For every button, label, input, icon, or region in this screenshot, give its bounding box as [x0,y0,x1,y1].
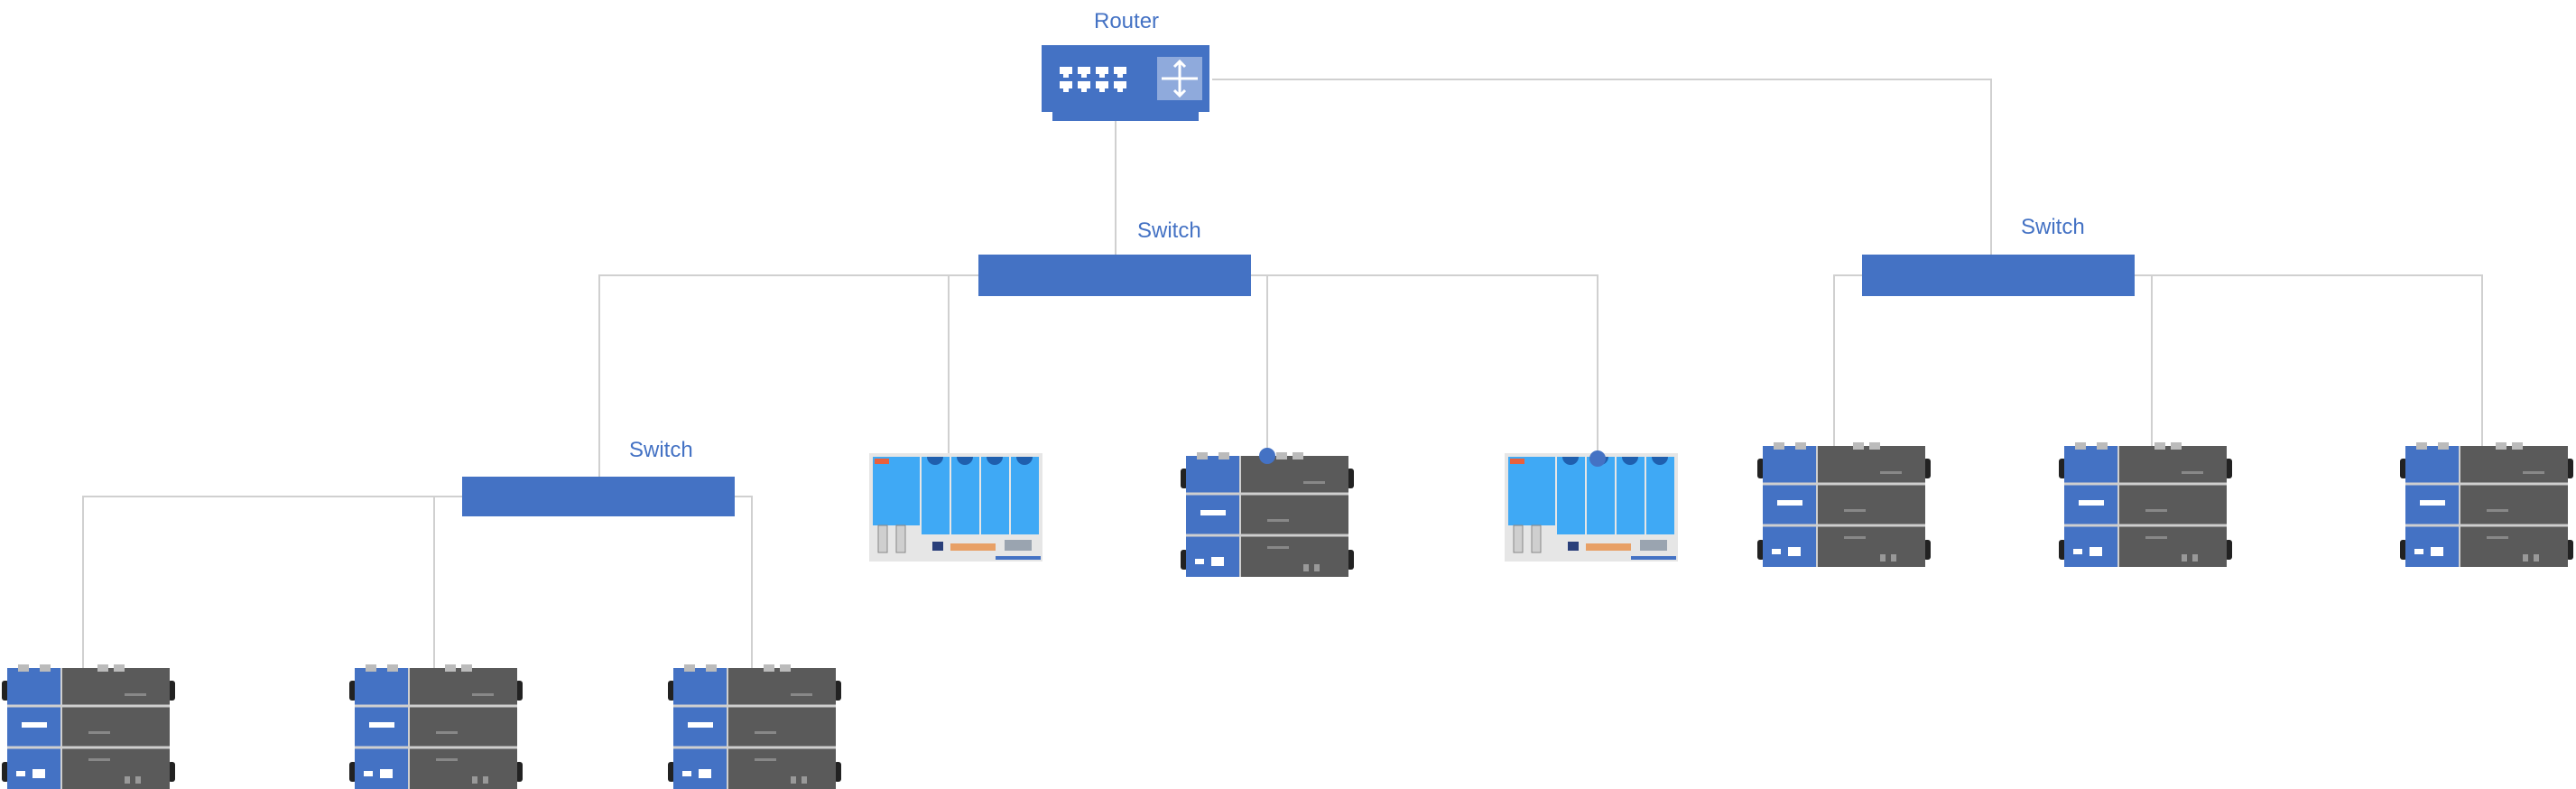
device-3-plc-dark-icon [668,664,841,789]
link-switch-2-plc-3 [735,496,753,673]
port-dot-1 [1259,448,1275,464]
router-icon [1042,45,1209,121]
devices-layer [2,442,2573,789]
device-1-plc-dark-icon [2,664,175,789]
device-7-plc-dark-icon [1757,442,1931,567]
switch-1-label: Switch [1137,218,1201,243]
link-router-switch-3 [1212,79,1992,255]
switch-3-bar [1862,255,2135,296]
device-2-plc-dark-icon [349,664,523,789]
device-5-plc-dark-icon [1181,452,1354,577]
device-8-plc-dark-icon [2059,442,2232,567]
device-9-plc-dark-icon [2400,442,2573,567]
link-switch-1-io-2 [1251,274,1598,456]
link-switch-2-plc-1 [82,496,462,673]
link-switch-3-plc-7 [1833,274,1862,449]
switch-2-bar [462,477,735,516]
switch-1-bar [978,255,1251,296]
switch-3-label: Switch [2021,215,2085,239]
link-switch-3-plc-9 [2135,274,2483,449]
link-switch-1-switch-2 [598,274,978,477]
device-6-io-module-light-icon [1505,453,1678,562]
router-label: Router [1094,9,1160,33]
switch-2-label: Switch [629,438,693,462]
device-4-io-module-light-icon [869,453,1042,562]
link-switch-1-plc-5 [1251,274,1268,456]
port-dot-2 [1589,450,1606,467]
